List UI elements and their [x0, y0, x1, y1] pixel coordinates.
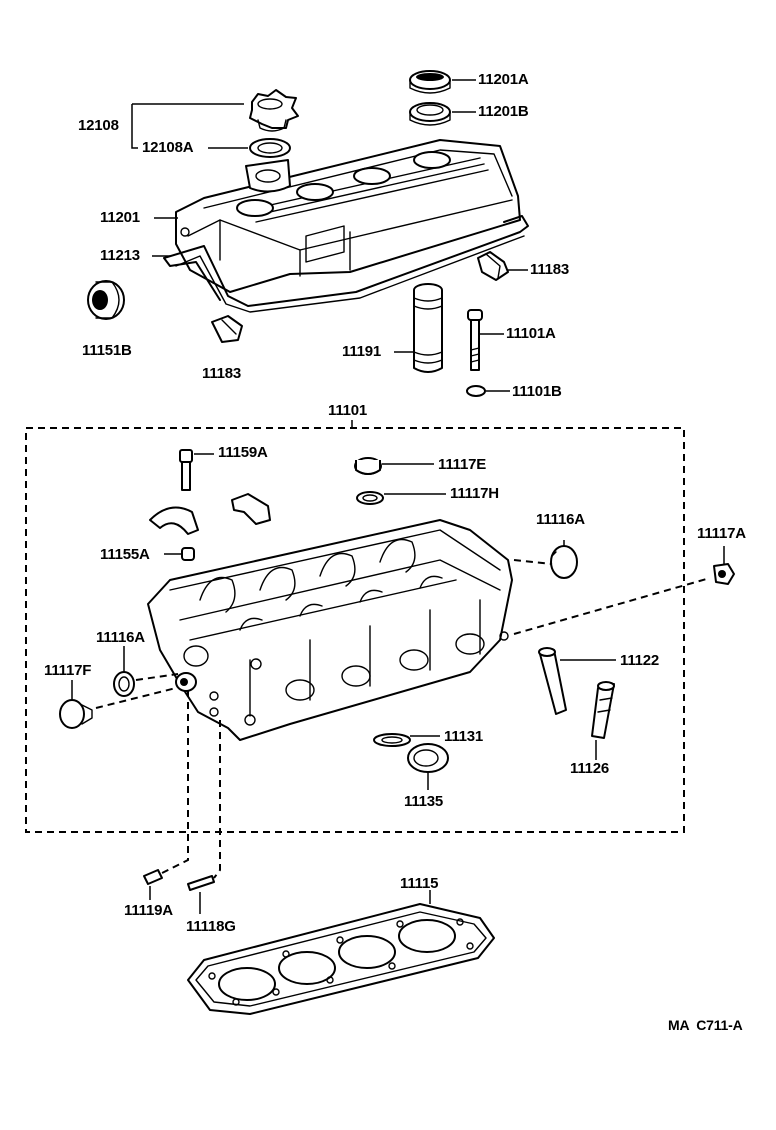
cylinder-head-gasket — [187, 903, 495, 1015]
diagram-code: MA C711-A — [668, 1017, 743, 1033]
label-11117f: 11117F — [44, 662, 92, 679]
oil-filler-cap — [249, 89, 299, 132]
label-11201: 11201 — [100, 209, 140, 226]
label-11159a: 11159A — [218, 444, 268, 461]
label-11183-right: 11183 — [530, 261, 570, 278]
label-11116a-right: 11116A — [536, 511, 585, 528]
plug-gasket-h — [356, 491, 384, 505]
label-11117a: 11117A — [697, 525, 746, 542]
stud-bolt — [467, 309, 483, 371]
camshaft-bearing-cap-2 — [231, 493, 271, 525]
straight-pin-11119a — [143, 869, 163, 885]
straight-screw-plug — [354, 457, 382, 475]
label-11201a: 11201A — [478, 71, 529, 88]
label-11117h: 11117H — [450, 485, 499, 502]
cylinder-head — [147, 519, 513, 741]
label-11135: 11135 — [404, 793, 444, 810]
label-11115: 11115 — [400, 875, 439, 892]
label-12108: 12108 — [78, 117, 119, 134]
spark-plug-tube-seal-b — [409, 102, 451, 126]
head-cover-gasket — [163, 215, 529, 313]
spark-plug-tube — [413, 283, 443, 373]
straight-pin-11118g — [187, 875, 215, 891]
expansion-plug-left — [113, 671, 135, 697]
label-11117e: 11117E — [438, 456, 487, 473]
label-11119a: 11119A — [124, 902, 173, 919]
label-11183-left: 11183 — [202, 365, 242, 382]
label-12108a: 12108A — [142, 139, 194, 156]
label-11101b: 11101B — [512, 383, 562, 400]
label-11118g: 11118G — [186, 918, 236, 935]
label-11101a: 11101A — [506, 325, 556, 342]
valve-guide-ring — [373, 733, 411, 747]
expansion-plug-right — [550, 545, 578, 579]
camshaft-bearing-cap-1 — [149, 506, 199, 535]
label-11126: 11126 — [570, 760, 610, 777]
washer-11101b — [466, 385, 486, 397]
leader-11201ab — [452, 79, 476, 113]
label-11151b: 11151B — [82, 342, 132, 359]
leader-12108 — [131, 103, 248, 149]
camshaft-oil-seal — [87, 280, 125, 320]
label-11213: 11213 — [100, 247, 140, 264]
label-11131: 11131 — [444, 728, 484, 745]
semi-circular-plug-right — [477, 251, 509, 281]
label-11116a-left: 11116A — [96, 629, 145, 646]
label-11101: 11101 — [328, 402, 368, 419]
leader-11201-11213 — [152, 217, 178, 257]
label-11155a: 11155A — [100, 546, 150, 563]
label-11201b: 11201B — [478, 103, 529, 120]
label-11191: 11191 — [342, 343, 382, 360]
spark-plug-tube-seal-a — [409, 70, 451, 94]
valve-seat-ring — [407, 743, 449, 773]
bearing-cap-bolt — [179, 449, 193, 491]
semi-circular-plug-left — [211, 315, 243, 343]
cylinder-head-cover — [175, 139, 521, 293]
cylinder-head-subassembly-box — [25, 427, 685, 833]
screw-plug-11117f — [59, 699, 93, 729]
screw-plug-11117a — [713, 563, 735, 585]
filler-cap-gasket — [249, 138, 291, 158]
exhaust-valve-guide — [591, 681, 615, 739]
label-11122: 11122 — [620, 652, 660, 669]
ring-pin-11155a — [181, 547, 195, 561]
intake-valve-guide — [538, 647, 567, 715]
